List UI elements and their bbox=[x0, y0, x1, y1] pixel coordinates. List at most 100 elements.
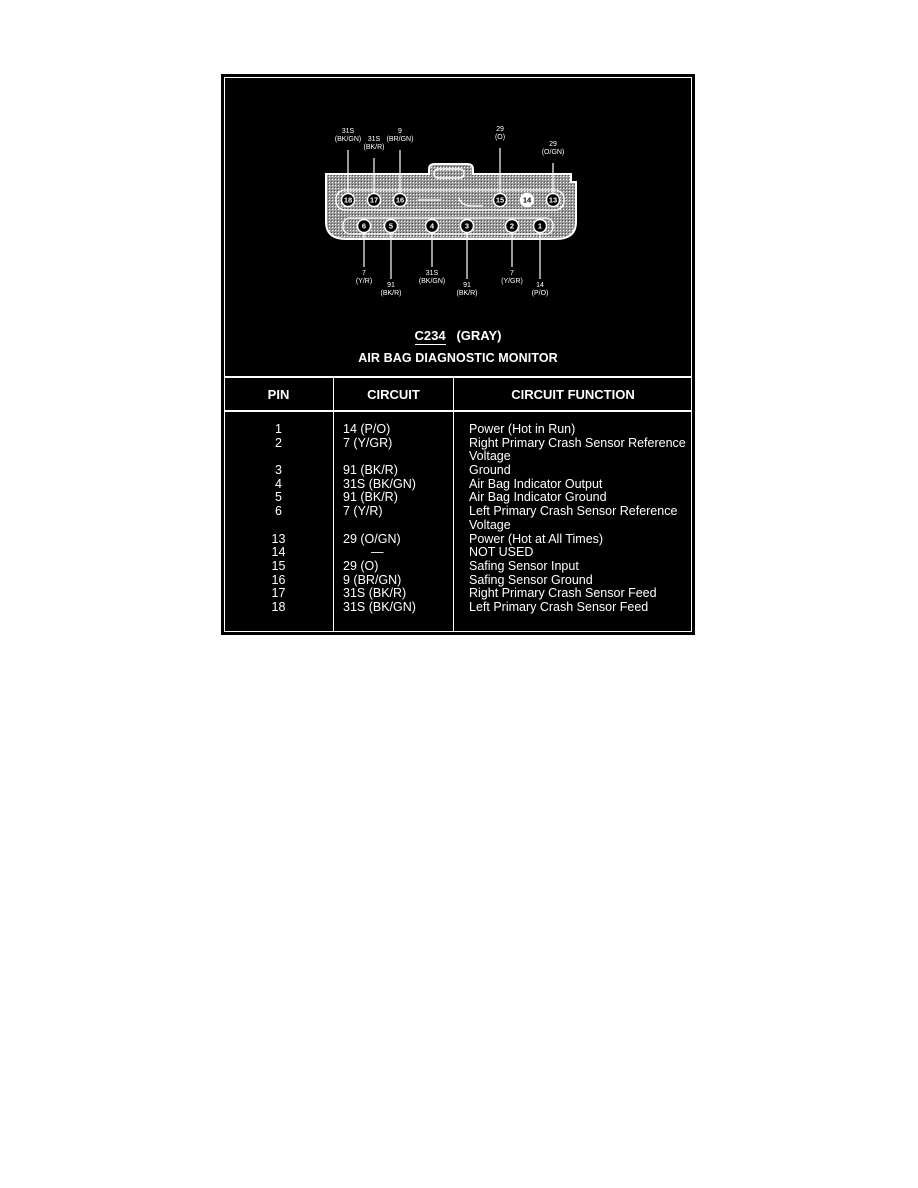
lead-layer bbox=[347, 148, 554, 279]
function-text: Voltage bbox=[469, 517, 511, 532]
function-text: Left Primary Crash Sensor Reference bbox=[469, 504, 678, 519]
wire-number: 29 bbox=[496, 126, 504, 133]
connector-latch bbox=[433, 168, 465, 179]
wire-color: (BK/R) bbox=[456, 290, 478, 297]
pin-number: 4 bbox=[275, 476, 282, 491]
wire-number: 14 bbox=[536, 282, 544, 289]
circuit-value: 7 (Y/GR) bbox=[343, 435, 393, 450]
table-top-rule bbox=[224, 376, 692, 378]
function-text: Power (Hot in Run) bbox=[469, 422, 576, 436]
function-column: Power (Hot in Run)Right Primary Crash Se… bbox=[453, 411, 692, 632]
pin-4: 4 bbox=[424, 218, 440, 234]
svg-text:1: 1 bbox=[538, 222, 542, 231]
svg-text:5: 5 bbox=[389, 222, 393, 231]
pin-number: 5 bbox=[275, 490, 282, 505]
pin-number: 15 bbox=[271, 558, 286, 573]
wire-color: (O/GN) bbox=[541, 149, 565, 156]
pin-5: 5 bbox=[383, 218, 399, 234]
connector-channel-bottom bbox=[342, 217, 554, 235]
svg-text:15: 15 bbox=[496, 196, 504, 205]
pin-15: 15 bbox=[492, 192, 508, 208]
header-function: CIRCUIT FUNCTION bbox=[453, 378, 692, 412]
wire-label-3: 91(BK/R) bbox=[457, 282, 478, 298]
wire-label-15: 29(O) bbox=[495, 126, 505, 142]
connector-title: C234 (GRAY) bbox=[221, 328, 695, 345]
pin-number: 17 bbox=[271, 586, 286, 601]
pin-2: 2 bbox=[504, 218, 520, 234]
function-text: Right Primary Crash Sensor Feed bbox=[469, 586, 657, 601]
function-text: Air Bag Indicator Ground bbox=[469, 490, 607, 505]
wire-label-18: 31S(BK/GN) bbox=[335, 128, 361, 144]
wire-color: (BK/GN) bbox=[418, 278, 446, 285]
function-text: NOT USED bbox=[469, 545, 534, 560]
function-text: Safing Sensor Ground bbox=[469, 572, 593, 587]
wire-label-13: 29(O/GN) bbox=[542, 141, 565, 157]
wire-label-2: 7(Y/GR) bbox=[501, 270, 523, 286]
wire-color: (BK/R) bbox=[363, 144, 385, 151]
connector-channel-top bbox=[335, 189, 565, 211]
pin-6: 6 bbox=[356, 218, 372, 234]
function-text: Voltage bbox=[469, 449, 511, 464]
header-circuit: CIRCUIT bbox=[333, 378, 454, 412]
circuit-value: 7 (Y/R) bbox=[343, 504, 383, 519]
connector-slot bbox=[418, 197, 483, 207]
wire-color: (Y/R) bbox=[355, 278, 373, 285]
wire-color: (Y/GR) bbox=[501, 278, 523, 285]
wire-color: (P/O) bbox=[531, 290, 549, 297]
wire-number: 29 bbox=[549, 141, 557, 148]
circuit-value: 29 (O) bbox=[343, 558, 379, 573]
svg-text:18: 18 bbox=[344, 196, 352, 205]
circuit-value: — bbox=[371, 545, 384, 560]
wire-color: (BK/R) bbox=[380, 290, 402, 297]
pin-16: 16 bbox=[392, 192, 408, 208]
circuit-column: 14 (P/O)7 (Y/GR)91 (BK/R)31S (BK/GN)91 (… bbox=[333, 411, 454, 632]
wire-label-1: 14(P/O) bbox=[532, 282, 549, 298]
connector-subtitle: AIR BAG DIAGNOSTIC MONITOR bbox=[358, 351, 558, 365]
pin-13: 13 bbox=[545, 192, 561, 208]
wire-label-16: 9(BR/GN) bbox=[387, 128, 414, 144]
pin-17: 17 bbox=[366, 192, 382, 208]
pin-number: 14 bbox=[271, 545, 286, 560]
wire-number: 9 bbox=[398, 128, 402, 135]
pin-14: 14 bbox=[519, 192, 535, 208]
svg-text:14: 14 bbox=[523, 196, 532, 205]
wire-color: (BK/GN) bbox=[334, 136, 362, 143]
circuit-value: 31S (BK/GN) bbox=[343, 599, 416, 614]
wire-label-6: 7(Y/R) bbox=[356, 270, 372, 286]
wire-number: 31S bbox=[367, 136, 381, 143]
pin-3: 3 bbox=[459, 218, 475, 234]
svg-text:13: 13 bbox=[549, 196, 557, 205]
wire-label-17: 31S(BK/R) bbox=[364, 136, 385, 152]
header-pin: PIN bbox=[224, 378, 334, 412]
svg-text:3: 3 bbox=[465, 222, 469, 231]
wire-label-4: 31S(BK/GN) bbox=[419, 270, 445, 286]
wire-number: 91 bbox=[463, 282, 471, 289]
pin-number: 13 bbox=[271, 531, 286, 546]
circuit-value: 91 (BK/R) bbox=[343, 463, 398, 478]
svg-text:2: 2 bbox=[510, 222, 514, 231]
wire-label-5: 91(BK/R) bbox=[381, 282, 402, 298]
function-text: Air Bag Indicator Output bbox=[469, 476, 603, 491]
function-text: Right Primary Crash Sensor Reference bbox=[469, 435, 686, 450]
svg-text:16: 16 bbox=[396, 196, 404, 205]
pin-number: 1 bbox=[275, 422, 282, 436]
svg-text:17: 17 bbox=[370, 196, 378, 205]
pin-number: 6 bbox=[275, 504, 282, 519]
function-text: Power (Hot at All Times) bbox=[469, 531, 604, 546]
pin-layer: 18 17 16 15 14 13 6 5 4 3 2 1 bbox=[340, 192, 561, 234]
wire-number: 7 bbox=[362, 270, 366, 277]
pin-number: 2 bbox=[275, 435, 282, 450]
pin-number: 3 bbox=[275, 463, 282, 478]
wire-number: 7 bbox=[510, 270, 514, 277]
pin-number: 18 bbox=[271, 599, 286, 614]
circuit-value: 9 (BR/GN) bbox=[343, 572, 402, 587]
table-header-row: PIN CIRCUIT CIRCUIT FUNCTION bbox=[224, 378, 692, 412]
connector-id: C234 bbox=[414, 328, 446, 345]
svg-text:6: 6 bbox=[362, 222, 366, 231]
function-text: Safing Sensor Input bbox=[469, 558, 579, 573]
svg-text:4: 4 bbox=[430, 222, 435, 231]
